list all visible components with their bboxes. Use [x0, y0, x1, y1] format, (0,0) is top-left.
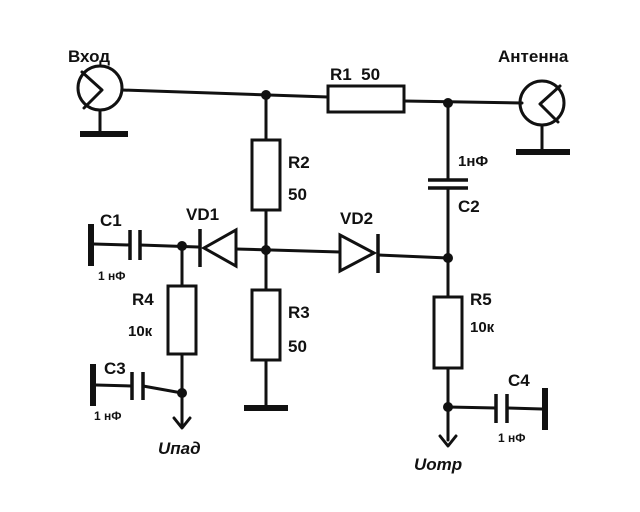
antenna-connector	[516, 79, 570, 155]
label-c3-value: 1 нФ	[94, 409, 122, 423]
capacitor-c4	[494, 388, 548, 430]
label-input: Вход	[68, 47, 110, 66]
label-r1: R1 50	[330, 65, 380, 84]
input-connector	[76, 64, 128, 137]
diode-vd1	[198, 227, 238, 269]
arrow-u-pad	[172, 416, 192, 430]
resistor-r5	[432, 295, 464, 370]
junctions	[177, 90, 453, 412]
label-vd1: VD1	[186, 205, 219, 224]
resistor-r1	[326, 84, 406, 114]
label-r3-value: 50	[288, 337, 307, 356]
label-r3: R3	[288, 303, 310, 322]
label-u-pad: Uпад	[158, 439, 201, 458]
label-c4: C4	[508, 371, 530, 390]
label-vd2: VD2	[340, 209, 373, 228]
label-antenna: Антенна	[498, 47, 569, 66]
label-c4-value: 1 нФ	[498, 431, 526, 445]
label-c1: C1	[100, 211, 122, 230]
label-c2: C2	[458, 197, 480, 216]
arrow-u-otr	[438, 434, 458, 448]
label-r2: R2	[288, 153, 310, 172]
label-c2-value: 1нФ	[458, 153, 488, 170]
label-r4-value: 10к	[128, 323, 153, 340]
label-r5-value: 10к	[470, 319, 495, 336]
diode-vd2	[338, 232, 380, 274]
label-r2-value: 50	[288, 185, 307, 204]
label-u-otr: Uотр	[414, 455, 462, 474]
capacitor-c2	[428, 178, 468, 190]
wires	[92, 88, 544, 442]
capacitor-c1	[88, 224, 142, 266]
resistor-r4	[166, 284, 198, 356]
capacitor-c3	[90, 364, 145, 406]
label-r5: R5	[470, 290, 492, 309]
label-c1-value: 1 нФ	[98, 269, 126, 283]
label-r4: R4	[132, 290, 154, 309]
label-c3: C3	[104, 359, 126, 378]
resistor-r3	[250, 288, 282, 362]
resistor-r2	[250, 138, 282, 212]
